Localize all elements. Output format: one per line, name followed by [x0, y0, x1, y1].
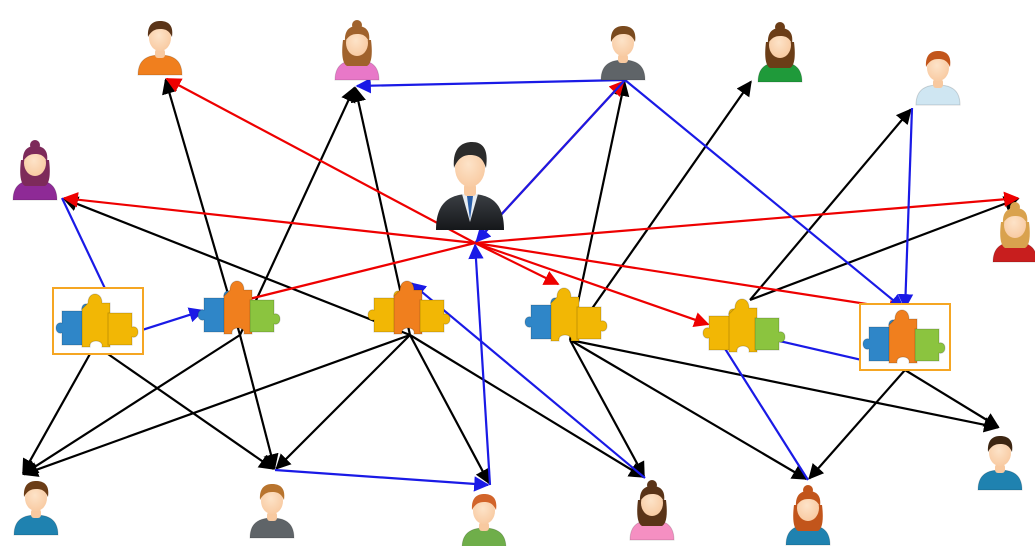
edge-dependency-z3-p8 — [22, 333, 411, 477]
edge-dependency-z6-p13 — [904, 369, 1000, 428]
edge-dependency-z1-p8 — [22, 344, 96, 475]
edge-manager-mgr-p6 — [62, 192, 476, 245]
edge-manager-mgr-p7 — [474, 191, 1020, 245]
puzzle-piece-z1-icon[interactable] — [52, 287, 144, 355]
edge-contributor-p9-p10 — [274, 468, 490, 492]
person-p10-icon[interactable] — [461, 494, 507, 546]
person-p8-icon[interactable] — [13, 481, 59, 536]
edge-dependency-z6-p12 — [808, 369, 906, 480]
puzzle-piece-z3-icon[interactable] — [367, 280, 451, 335]
person-p7-icon[interactable] — [992, 202, 1035, 263]
edge-dependency-z3-p6 — [62, 196, 411, 337]
edges-layer — [22, 77, 1020, 492]
edge-dependency-z4-p4 — [569, 80, 752, 341]
person-p4-icon[interactable] — [757, 22, 803, 83]
edge-manager-mgr-p1 — [165, 77, 476, 244]
edge-dependency-z2-p8 — [22, 334, 241, 475]
edge-contributor-p10-mgr — [468, 243, 492, 486]
person-p13-icon[interactable] — [977, 436, 1023, 491]
edge-dependency-z5-p7 — [749, 196, 1020, 302]
person-p9-icon[interactable] — [249, 484, 295, 539]
puzzle-piece-z2-icon[interactable] — [197, 280, 281, 335]
person-p5-icon[interactable] — [915, 51, 961, 106]
edge-contributor-p3-p2 — [355, 77, 626, 94]
nodes-layer — [12, 20, 1035, 546]
person-p1-icon[interactable] — [137, 21, 183, 76]
edge-contributor-p3-z6 — [624, 79, 905, 310]
edge-manager-mgr-z4 — [474, 242, 560, 286]
edge-dependency-z5-p5 — [749, 108, 912, 301]
edge-dependency-z1-p9 — [94, 344, 275, 470]
puzzle-piece-z6-icon[interactable] — [859, 303, 951, 371]
edge-dependency-z4-p12 — [569, 339, 808, 480]
edge-manager-mgr-z5 — [474, 241, 710, 328]
manager-businessman-icon[interactable] — [436, 142, 504, 230]
person-p6-icon[interactable] — [12, 140, 58, 201]
edge-dependency-z3-p10 — [409, 334, 491, 485]
edge-contributor-p5-z6 — [897, 107, 914, 310]
edge-dependency-z3-p9 — [275, 334, 411, 470]
puzzle-piece-z4-icon[interactable] — [524, 287, 608, 342]
edge-dependency-z4-p3 — [568, 80, 630, 341]
edge-dependency-z2-p9 — [238, 334, 279, 470]
edge-manager-mgr-z6 — [474, 241, 905, 316]
edge-dependency-z4-p11 — [569, 339, 645, 478]
edge-contributor-p11-z3 — [410, 282, 646, 479]
person-p3-icon[interactable] — [600, 26, 646, 81]
edge-dependency-z4-p13 — [569, 338, 1000, 433]
person-p2-icon[interactable] — [334, 20, 380, 81]
edge-contributor-p12-z5 — [710, 325, 809, 481]
person-p11-icon[interactable] — [629, 480, 675, 541]
puzzle-piece-z5-icon[interactable] — [702, 298, 786, 353]
edge-dependency-z2-p2 — [239, 86, 356, 336]
edge-dependency-z3-p11 — [409, 334, 645, 478]
person-p12-icon[interactable] — [785, 485, 831, 546]
